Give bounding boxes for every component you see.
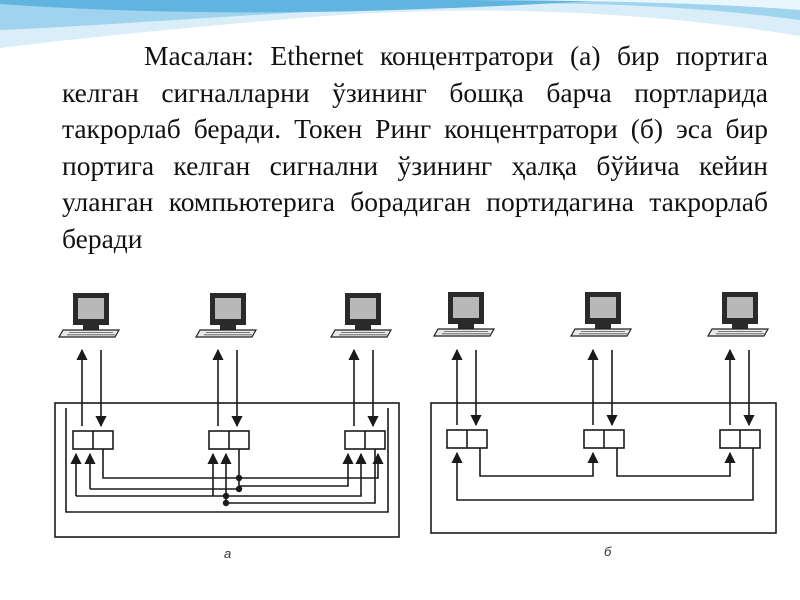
top-wave-highlight	[420, 0, 800, 10]
computer-icon-a2	[195, 292, 257, 338]
computer-icon-b2	[570, 291, 632, 337]
top-wave-dark	[0, 0, 610, 13]
computer-icon-a1	[58, 292, 120, 338]
slide-paragraph: Масалан: Ethernet концентратори (а) бир …	[62, 40, 768, 254]
computer-icon-b1	[433, 291, 495, 337]
diagram-label-a: а	[224, 546, 231, 561]
computer-icon-b3	[707, 291, 769, 337]
computer-icon-a3	[330, 292, 392, 338]
diagram-label-b: б	[604, 544, 612, 559]
